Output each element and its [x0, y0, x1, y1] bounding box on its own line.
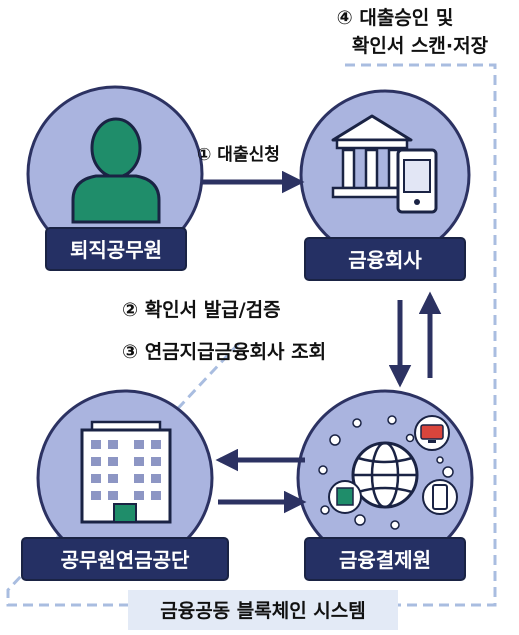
step3-label: ③ 연금지급금융회사 조회 — [122, 341, 326, 363]
node-pension-label: 공무원연금공단 — [61, 548, 190, 572]
node-finance-label: 금융회사 — [348, 248, 422, 272]
bank-mobile-icon — [331, 114, 438, 214]
step1-label: ① 대출신청 — [197, 144, 280, 165]
node-finance: 금융회사 — [299, 89, 471, 281]
network-globe-icon — [318, 415, 458, 530]
node-retiree-label: 퇴직공무원 — [70, 238, 162, 262]
node-settlement: 금융결제원 — [296, 389, 474, 581]
step2-label: ② 확인서 발급/검증 — [122, 298, 281, 321]
system-label-box — [128, 590, 398, 630]
node-settlement-label: 금융결제원 — [339, 548, 431, 572]
person-icon — [71, 117, 161, 224]
step4-label-line2: 확인서 스캔·저장 — [352, 34, 489, 57]
node-pension: 공무원연금공단 — [21, 389, 229, 581]
node-retiree: 퇴직공무원 — [26, 85, 204, 271]
step4-label-line1: ④ 대출승인 및 — [337, 7, 454, 29]
system-label: 금융공동 블록체인 시스템 — [160, 600, 366, 622]
office-building-icon — [80, 420, 172, 524]
